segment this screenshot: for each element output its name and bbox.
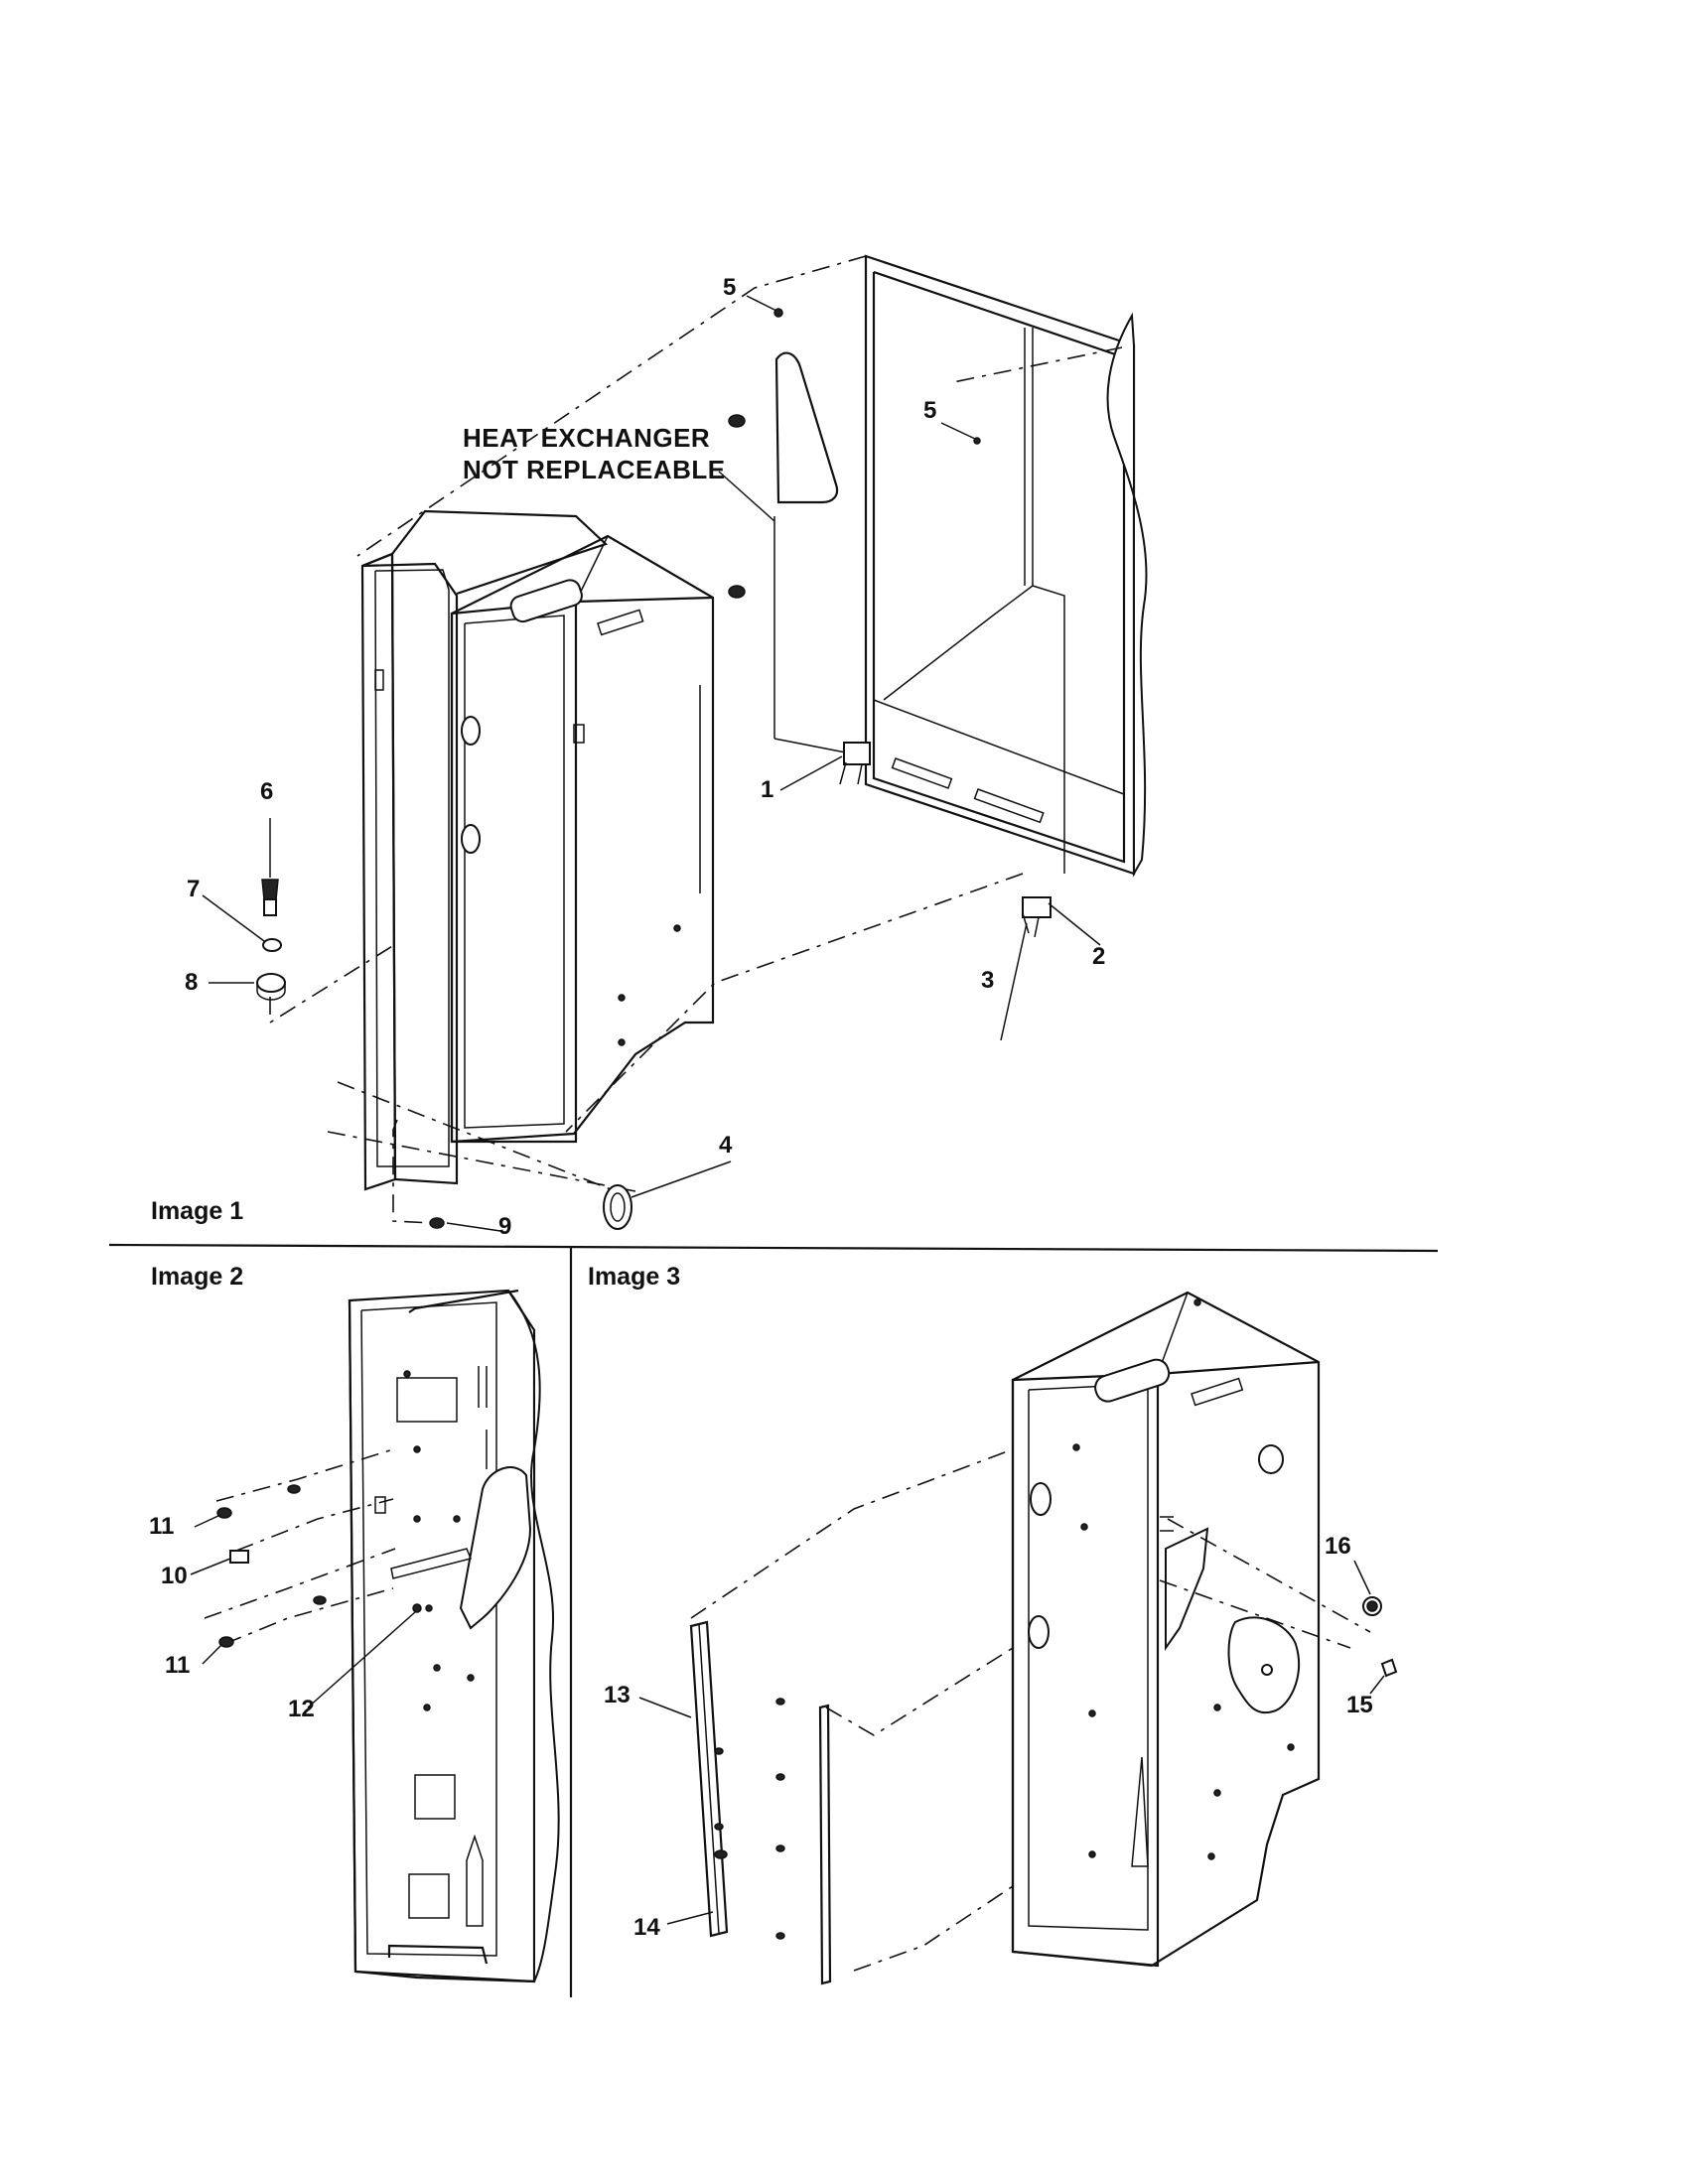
callout-5-right: 5 (923, 397, 937, 424)
callout-5-top: 5 (723, 274, 737, 301)
image3-shelf-rails (689, 1620, 832, 1985)
callout-13: 13 (604, 1682, 631, 1708)
image2-leader-lines (190, 1514, 416, 1708)
callout-3: 3 (981, 967, 995, 994)
image2-dashed-guides (204, 1448, 396, 1645)
note-heat-exchanger: HEAT EXCHANGER (463, 423, 711, 453)
image1-cabinet-shell (864, 254, 1148, 878)
callout-10: 10 (161, 1563, 188, 1589)
image1-small-parts (256, 308, 1052, 1230)
image3-leader-lines (638, 1560, 1385, 1925)
note-not-replaceable: NOT REPLACEABLE (463, 455, 726, 484)
image2-freezer-liner (348, 1289, 560, 1983)
callout-6: 6 (260, 778, 274, 805)
callout-14: 14 (633, 1914, 660, 1941)
callout-1: 1 (761, 776, 774, 803)
callout-8: 8 (185, 969, 199, 996)
callout-2: 2 (1092, 943, 1106, 970)
callout-11-lower: 11 (165, 1652, 191, 1679)
image3-dashed-guides (690, 1448, 1371, 1972)
image1-dashed-guides (269, 255, 1123, 1224)
callout-7: 7 (187, 876, 201, 902)
section-dividers (108, 1243, 1439, 1997)
image1-leader-lines (202, 295, 1101, 1232)
image1-heat-exchanger (773, 351, 857, 755)
callout-11-upper: 11 (149, 1513, 175, 1540)
callout-16: 16 (1325, 1533, 1351, 1560)
callout-4: 4 (719, 1132, 733, 1159)
callout-9: 9 (498, 1213, 512, 1240)
image3-fresh-liner (1011, 1291, 1321, 1968)
callout-12: 12 (288, 1696, 315, 1722)
image1-liner-pair (360, 509, 715, 1191)
image2-small-parts (216, 1484, 422, 1648)
image3-small-parts (714, 1596, 1398, 1940)
section-label-image3: Image 3 (588, 1263, 681, 1291)
section-label-image2: Image 2 (151, 1263, 244, 1291)
section-label-image1: Image 1 (151, 1197, 244, 1225)
callout-15: 15 (1346, 1692, 1373, 1718)
